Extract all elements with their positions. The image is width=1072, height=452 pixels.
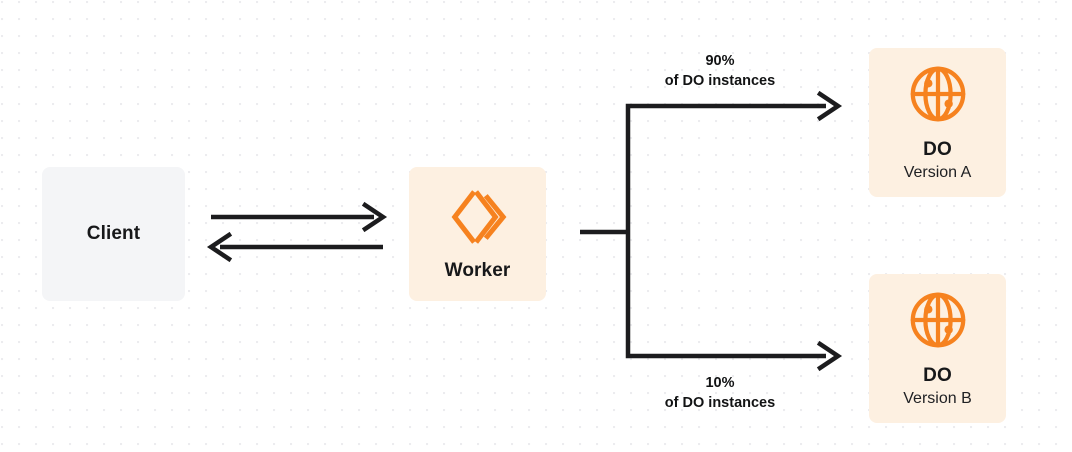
- node-do-version-b-label: DO: [923, 364, 952, 386]
- edge-label-do-b-percent: 10%: [705, 375, 735, 391]
- arrow-right-icon: [361, 201, 388, 233]
- globe-node-dot-lower: [943, 99, 953, 108]
- workers-logo-icon: [451, 190, 506, 244]
- edge-client-to-worker: [211, 201, 388, 233]
- node-do-version-a-label: DO: [923, 138, 952, 160]
- edge-worker-to-do-a: [625, 90, 843, 232]
- node-do-version-a-sublabel: Version A: [903, 163, 972, 181]
- edge-label-do-a-description: of DO instances: [664, 72, 776, 89]
- globe-node-dot-lower: [943, 325, 953, 334]
- node-worker: Worker: [409, 167, 546, 301]
- node-client-label: Client: [86, 223, 141, 245]
- globe-node-dot-upper: [923, 305, 932, 314]
- node-do-version-b: DO Version B: [869, 274, 1006, 423]
- arrow-right-icon: [816, 90, 843, 122]
- node-worker-label: Worker: [444, 260, 511, 282]
- durable-object-globe-icon: [910, 292, 965, 348]
- globe-node-dot-upper: [923, 79, 932, 88]
- arrow-left-icon: [206, 231, 233, 263]
- edge-worker-to-do-b: [625, 232, 843, 372]
- node-client: Client: [42, 167, 185, 301]
- node-do-version-b-sublabel: Version B: [903, 389, 972, 407]
- edge-label-do-b: 10% of DO instances: [657, 374, 783, 413]
- durable-object-globe-icon: [910, 66, 965, 122]
- edge-worker-to-client: [206, 231, 383, 263]
- edge-label-do-a-percent: 90%: [705, 53, 735, 69]
- edge-label-do-a: 90% of DO instances: [657, 52, 783, 91]
- node-do-version-a: DO Version A: [869, 48, 1006, 197]
- arrow-right-icon: [816, 340, 843, 372]
- edge-label-do-b-description: of DO instances: [664, 394, 776, 411]
